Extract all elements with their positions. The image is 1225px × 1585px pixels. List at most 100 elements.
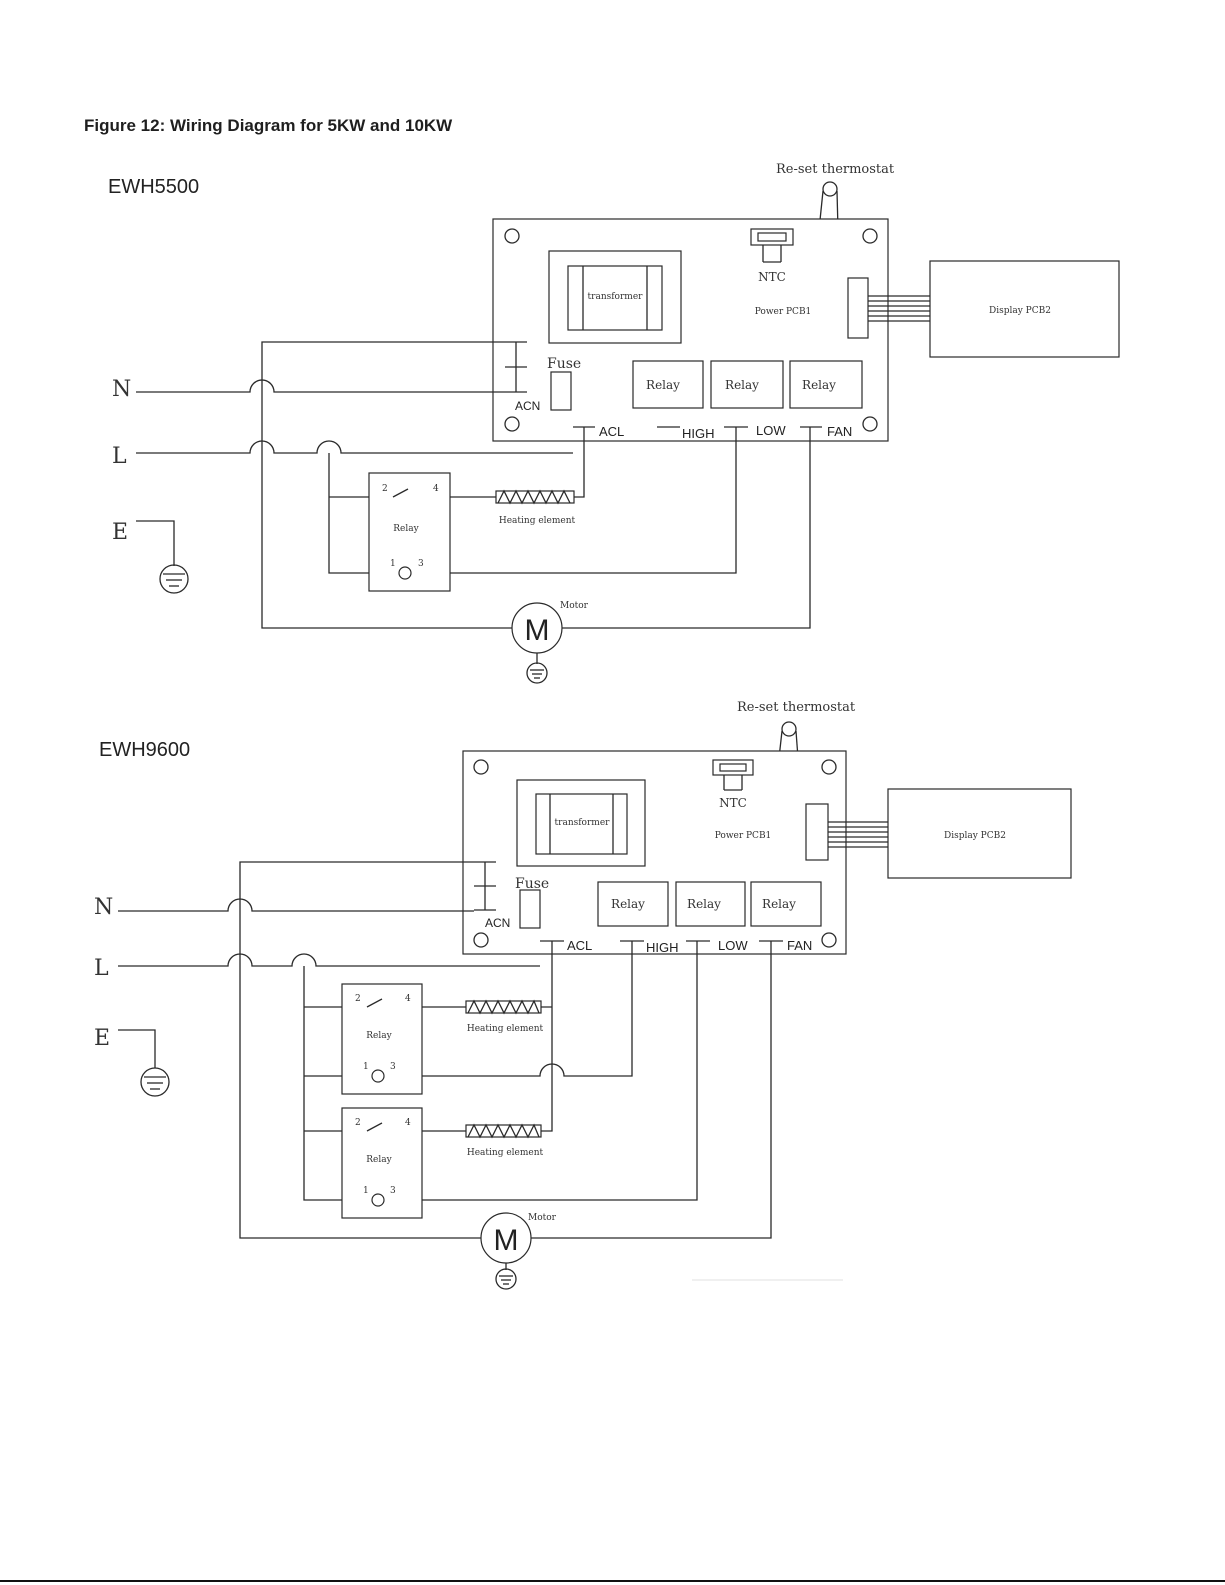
heating-element-icon bbox=[465, 999, 542, 1015]
relay-coil-icon bbox=[371, 1069, 385, 1083]
mount-hole-icon bbox=[473, 932, 489, 948]
motor-ground-icon bbox=[526, 653, 548, 684]
acl-heater-wire bbox=[574, 427, 585, 498]
motor-symbol: M bbox=[494, 1224, 519, 1257]
acn-label: ACN bbox=[485, 916, 510, 930]
mount-hole-icon bbox=[504, 416, 520, 432]
relay-pin-label: 2 bbox=[355, 994, 361, 1004]
board-relay bbox=[632, 360, 704, 409]
heating-element-label: Heating element bbox=[499, 516, 576, 526]
mount-hole-icon bbox=[862, 416, 878, 432]
display-pcb-board bbox=[887, 788, 1072, 879]
neutral-label: N bbox=[112, 377, 131, 402]
acn-connector bbox=[474, 861, 496, 911]
diagram-ewh9600: EWH9600 Re-set thermostat transformer bbox=[94, 700, 1072, 1290]
mount-hole-icon bbox=[821, 759, 837, 775]
earth-label: E bbox=[112, 520, 128, 545]
heating-element-icon bbox=[465, 1123, 542, 1139]
board-relay bbox=[750, 881, 822, 927]
fan-motor-wire bbox=[531, 941, 772, 1239]
fuse-label: Fuse bbox=[547, 356, 581, 372]
heating-element-icon bbox=[495, 489, 575, 505]
fuse-icon bbox=[519, 889, 541, 929]
external-relay-label: Relay bbox=[366, 1031, 392, 1041]
transformer-label: transformer bbox=[588, 292, 644, 302]
board-relay-label: Relay bbox=[687, 897, 721, 911]
mount-hole-icon bbox=[473, 759, 489, 775]
acl-heater-wire bbox=[541, 941, 553, 1132]
relay-coil-icon bbox=[398, 566, 412, 580]
page-bottom-rule bbox=[0, 1580, 1225, 1582]
neutral-label: N bbox=[94, 895, 113, 920]
board-relay-label: Relay bbox=[725, 378, 759, 392]
external-relay-label: Relay bbox=[393, 524, 419, 534]
power-pcb-label: Power PCB1 bbox=[755, 307, 812, 317]
relay-pin-label: 2 bbox=[382, 484, 388, 494]
external-relay-label: Relay bbox=[366, 1155, 392, 1165]
transformer-label: transformer bbox=[555, 818, 611, 828]
ntc-label: NTC bbox=[758, 270, 786, 284]
ribbon-cable bbox=[828, 821, 888, 848]
relay-pin-label: 4 bbox=[433, 484, 439, 494]
neutral-motor-wire bbox=[239, 861, 481, 1239]
power-pcb-label: Power PCB1 bbox=[715, 831, 772, 841]
low-relay-wire bbox=[384, 941, 698, 1201]
board-relay bbox=[789, 360, 863, 409]
figure-title: Figure 12: Wiring Diagram for 5KW and 10… bbox=[84, 116, 453, 135]
reset-thermostat-label: Re-set thermostat bbox=[776, 162, 895, 177]
board-relay bbox=[710, 360, 784, 409]
heating-element-label: Heating element bbox=[467, 1148, 544, 1158]
terminal-high-label: HIGH bbox=[646, 940, 679, 955]
model-label-ewh5500: EWH5500 bbox=[108, 176, 199, 198]
transformer: transformer bbox=[548, 250, 682, 344]
ground-icon bbox=[136, 520, 189, 594]
board-relay-label: Relay bbox=[762, 897, 796, 911]
acn-connector bbox=[505, 341, 527, 393]
terminal-fan-label: FAN bbox=[827, 424, 852, 439]
heating-element-label: Heating element bbox=[467, 1024, 544, 1034]
relay-pin-label: 2 bbox=[355, 1118, 361, 1128]
relay-pin-label: 1 bbox=[363, 1186, 369, 1196]
live-wire bbox=[118, 953, 540, 967]
mount-hole-icon bbox=[504, 228, 520, 244]
relay-pin-label: 3 bbox=[390, 1186, 396, 1196]
fuse-label: Fuse bbox=[515, 876, 549, 892]
high-relay-wire bbox=[384, 941, 633, 1077]
terminal-high-label: HIGH bbox=[682, 426, 715, 441]
motor-ground-icon bbox=[495, 1263, 517, 1290]
live-label: L bbox=[112, 444, 127, 469]
neutral-wire bbox=[118, 898, 474, 912]
relay-coil-icon bbox=[371, 1193, 385, 1207]
display-pcb-label: Display PCB2 bbox=[944, 831, 1006, 841]
ribbon-connector bbox=[847, 277, 869, 339]
board-relay-label: Relay bbox=[611, 897, 645, 911]
neutral-motor-wire bbox=[261, 341, 512, 629]
board-relay bbox=[675, 881, 746, 927]
terminal-acl-label: ACL bbox=[599, 424, 624, 439]
motor-symbol: M bbox=[525, 614, 550, 647]
ntc-sensor-icon bbox=[712, 759, 754, 791]
board-relay-label: Relay bbox=[802, 378, 836, 392]
relay-pin-label: 4 bbox=[405, 994, 411, 1004]
mount-hole-icon bbox=[821, 932, 837, 948]
relay-pin-label: 3 bbox=[418, 559, 424, 569]
relay-pin-label: 1 bbox=[363, 1062, 369, 1072]
reset-thermostat-label: Re-set thermostat bbox=[737, 700, 856, 715]
model-label-ewh9600: EWH9600 bbox=[99, 739, 190, 761]
ground-icon bbox=[118, 1029, 170, 1097]
terminal-fan-label: FAN bbox=[787, 938, 812, 953]
ntc-sensor-icon bbox=[750, 228, 794, 263]
terminal-acl-label: ACL bbox=[567, 938, 592, 953]
earth-label: E bbox=[94, 1026, 110, 1051]
live-label: L bbox=[94, 956, 109, 981]
neutral-wire bbox=[136, 379, 505, 393]
diagram-ewh5500: EWH5500 Re-set thermostat transformer bbox=[108, 162, 1120, 684]
ribbon-cable bbox=[868, 295, 930, 322]
display-pcb-label: Display PCB2 bbox=[989, 306, 1051, 316]
terminal-low-label: LOW bbox=[718, 938, 748, 953]
live-wire bbox=[136, 440, 573, 454]
relay-pin-label: 1 bbox=[390, 559, 396, 569]
ribbon-connector bbox=[805, 803, 829, 861]
ntc-label: NTC bbox=[719, 796, 747, 810]
